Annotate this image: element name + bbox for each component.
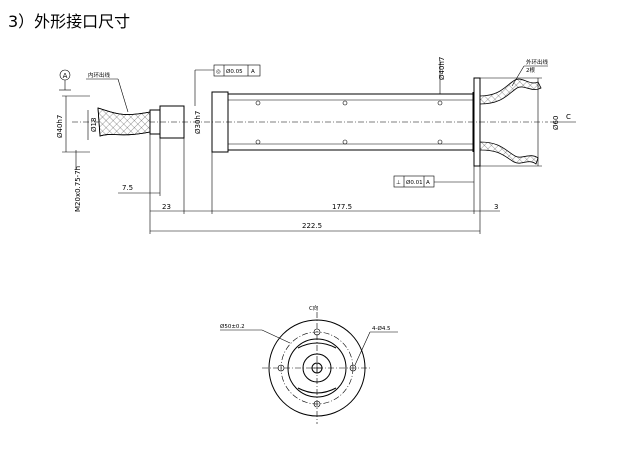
- housing-screws: [255, 100, 443, 145]
- svg-text:3: 3: [494, 203, 498, 211]
- outer-cable-label: 外环出线: [526, 58, 549, 66]
- horizontal-dimensions: 7.5 23 177.5 3 222.5: [118, 134, 500, 234]
- datum-a-label: A: [63, 72, 68, 80]
- datum-a-marker: A: [59, 69, 71, 91]
- end-view: C向 Ø50±0.2 4-Ø4.5: [220, 304, 398, 424]
- svg-text:A: A: [251, 69, 255, 75]
- svg-text:Ø0.05: Ø0.05: [226, 68, 243, 75]
- view-c-label: C: [566, 113, 571, 121]
- dim-d40-left: Ø40h7: [56, 115, 64, 138]
- coaxiality-tolerance: ◎ Ø0.05 A: [194, 64, 261, 106]
- perpendicularity-tolerance: ⊥ Ø0.01 A: [393, 175, 474, 188]
- mounting-holes: [277, 328, 357, 408]
- svg-text:Ø0.01: Ø0.01: [406, 179, 423, 186]
- dim-d30: Ø30h7: [194, 111, 202, 134]
- side-view: A Ø40h7 Ø18 M20x0.75-7h 内环出线 Ø30h7: [56, 57, 576, 234]
- svg-text:A: A: [426, 180, 430, 186]
- svg-text:◎: ◎: [216, 69, 221, 75]
- svg-text:177.5: 177.5: [332, 203, 352, 211]
- outer-cables: 外环出线 2根: [479, 58, 549, 165]
- dim-d18: Ø18: [90, 118, 98, 132]
- thread-label: M20x0.75-7h: [74, 166, 82, 212]
- section-heading: 3）外形接口尺寸: [8, 12, 131, 31]
- dim-d60: Ø60: [552, 116, 560, 130]
- right-flange: [473, 77, 481, 167]
- svg-text:7.5: 7.5: [122, 184, 133, 192]
- svg-text:222.5: 222.5: [302, 222, 322, 230]
- holes-label: 4-Ø4.5: [372, 325, 391, 332]
- end-view-title: C向: [309, 304, 318, 312]
- inner-cable-label: 内环出线: [88, 71, 111, 79]
- pcd-label: Ø50±0.2: [220, 323, 245, 330]
- outer-cable-count: 2根: [526, 66, 535, 74]
- svg-text:⊥: ⊥: [396, 180, 401, 186]
- svg-text:23: 23: [162, 203, 171, 211]
- inner-cable: 内环出线: [86, 71, 151, 137]
- sleeve: [159, 105, 185, 139]
- shaft-dimension-left: Ø40h7 Ø18: [56, 95, 98, 153]
- dim-d40-right: Ø40h7: [438, 57, 446, 80]
